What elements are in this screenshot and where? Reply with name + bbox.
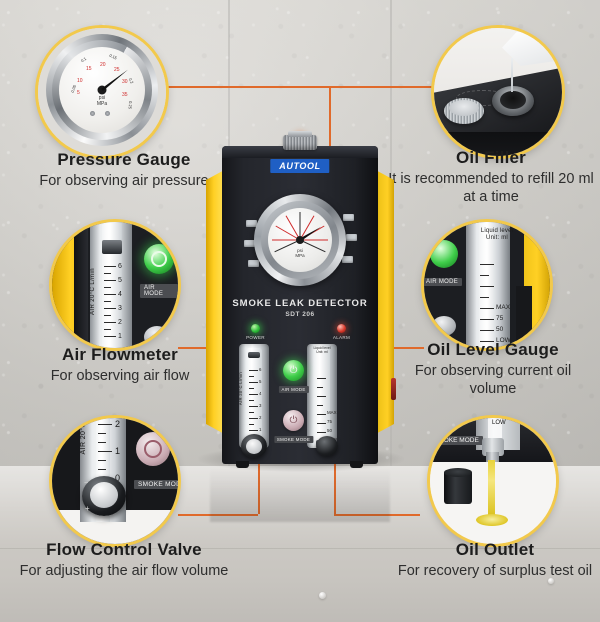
connector-oil-outlet xyxy=(334,452,336,514)
pressure-gauge-hub xyxy=(296,236,304,244)
device-reflection xyxy=(210,468,390,522)
connector-flow-control-valve xyxy=(258,452,260,514)
caption-pressure-gauge: Pressure Gauge For observing air pressur… xyxy=(14,150,234,190)
flow-control-knob-cap xyxy=(246,439,262,454)
device-foot-left xyxy=(236,461,249,468)
gauge-unit-psi: psi xyxy=(98,95,106,102)
caption-subtitle-oil-filler: It is recommended to refill 20 ml at a t… xyxy=(388,170,594,206)
smoke-mode-label: SMOKE MODE xyxy=(273,436,314,443)
air-flowmeter-scale: 6 5 4 3 2 1 xyxy=(249,367,263,442)
caption-subtitle-flow-control-valve: For adjusting the air flow volume xyxy=(19,562,229,579)
power-glyph-icon: ⏻ xyxy=(289,364,298,376)
caption-title-oil-filler: Oil Filler xyxy=(455,148,527,167)
floor-seam xyxy=(0,548,600,549)
smoke-mode-label-outlet: SMOKE MODE xyxy=(430,436,483,445)
side-switch[interactable] xyxy=(391,378,396,400)
air-flowmeter-glass xyxy=(246,348,262,444)
air-mode-label: AIR MODE xyxy=(278,386,309,393)
pressure-gauge-assembly: psi MPa xyxy=(254,194,346,286)
device-model: SDT 206 xyxy=(285,311,315,318)
caption-oil-level-gauge: Oil Level Gauge For observing current oi… xyxy=(390,340,596,399)
alarm-led-label: ALARM xyxy=(332,335,351,340)
brand-logo: AUTOOL xyxy=(270,159,330,173)
connector-oil-outlet xyxy=(334,514,420,516)
floor-speck xyxy=(548,578,554,584)
unit-mpa: MPa xyxy=(295,253,305,259)
callout-bubble-air-flowmeter: 6 5 4 3 2 1 AIR 20°C L/min AIR MODE xyxy=(52,222,178,348)
gauge-unit-mpa: MPa xyxy=(96,101,108,108)
valve-scale-label: AIR 20°C xyxy=(80,422,87,455)
smoke-mode-label-fragment: SMOKE MODE xyxy=(134,480,178,489)
caption-subtitle-air-flowmeter: For observing air flow xyxy=(50,367,190,384)
smoke-mode-button[interactable]: ⏻ xyxy=(283,410,304,431)
callout-bubble-pressure-gauge: 5 10 15 20 25 30 35 0.05 0.1 0.15 0.2 0.… xyxy=(38,28,166,156)
air-flowmeter-float xyxy=(248,352,260,358)
caption-title-flow-control-valve: Flow Control Valve xyxy=(46,540,202,559)
oil-outlet-port[interactable] xyxy=(316,436,338,456)
air-flow-tube-label: AIR 20°C L/min xyxy=(90,268,96,316)
caption-title-pressure-gauge: Pressure Gauge xyxy=(57,150,191,169)
caption-subtitle-pressure-gauge: For observing air pressure xyxy=(39,172,209,189)
oil-level-scale: MAX 75 50 LOW xyxy=(317,378,337,442)
caption-title-oil-level-gauge: Oil Level Gauge xyxy=(427,340,559,359)
caption-title-oil-outlet: Oil Outlet xyxy=(455,540,535,559)
device-foot-right xyxy=(350,461,363,468)
device-title: SMOKE LEAK DETECTOR xyxy=(232,298,368,309)
oil-filler-cap[interactable] xyxy=(288,131,312,137)
pressure-gauge-units: psi MPa xyxy=(295,248,304,259)
alarm-led xyxy=(337,324,346,333)
air-mode-button[interactable]: ⏻ xyxy=(283,360,304,381)
smoke-glyph-icon: ⏻ xyxy=(289,414,298,426)
oil-level-tube: Liquid level Unit: ml MAX 75 50 LOW xyxy=(307,344,337,448)
pressure-gauge-face: psi MPa xyxy=(268,208,332,272)
callout-bubble-flow-control-valve: 2 1 0 AIR 20°C − + SMOKE MODE xyxy=(52,418,178,544)
power-led-label: POWER xyxy=(246,335,265,340)
pressure-gauge-bezel: psi MPa xyxy=(261,201,339,279)
oil-level-label: Liquid level Unit: ml xyxy=(313,346,331,354)
air-mode-label-zoomed: AIR MODE xyxy=(140,284,178,298)
device-top-face xyxy=(222,146,378,158)
connector-pressure-gauge xyxy=(329,86,331,146)
caption-air-flowmeter: Air Flowmeter For observing air flow xyxy=(10,345,230,385)
air-mode-label-fragment: AIR MODE xyxy=(424,278,463,286)
callout-bubble-oil-filler xyxy=(434,28,562,156)
floor-speck xyxy=(319,592,326,599)
connector-oil-filler xyxy=(329,86,439,88)
flow-control-knob[interactable] xyxy=(241,434,267,458)
connector-pressure-gauge xyxy=(158,86,330,88)
caption-oil-outlet: Oil Outlet For recovery of surplus test … xyxy=(392,540,598,580)
gauge-mount-tabs xyxy=(242,194,358,286)
power-led xyxy=(251,324,260,333)
product-device: AUTOOL xyxy=(198,131,404,522)
callout-bubble-oil-level-gauge: Liquid level Unit: ml MAX 75 50 LOW AIR … xyxy=(424,222,550,348)
air-flowmeter-tube: AIR 20°C L/min 6 5 4 3 2 1 xyxy=(238,344,269,448)
caption-oil-filler: Oil Filler It is recommended to refill 2… xyxy=(388,148,594,207)
air-flowmeter-label: AIR 20°C L/min xyxy=(238,372,243,406)
callout-bubble-oil-outlet: LOW SMOKE MODE xyxy=(430,418,556,544)
caption-flow-control-valve: Flow Control Valve For adjusting the air… xyxy=(6,540,242,580)
caption-title-air-flowmeter: Air Flowmeter xyxy=(62,345,178,364)
caption-subtitle-oil-level-gauge: For observing current oil volume xyxy=(414,362,572,398)
oil-filler-port[interactable] xyxy=(283,135,317,150)
connector-flow-control-valve xyxy=(178,514,258,516)
oil-level-tube-label: Liquid level Unit: ml xyxy=(480,228,514,241)
unit-psi: psi xyxy=(297,247,303,253)
caption-subtitle-oil-outlet: For recovery of surplus test oil xyxy=(397,562,593,579)
